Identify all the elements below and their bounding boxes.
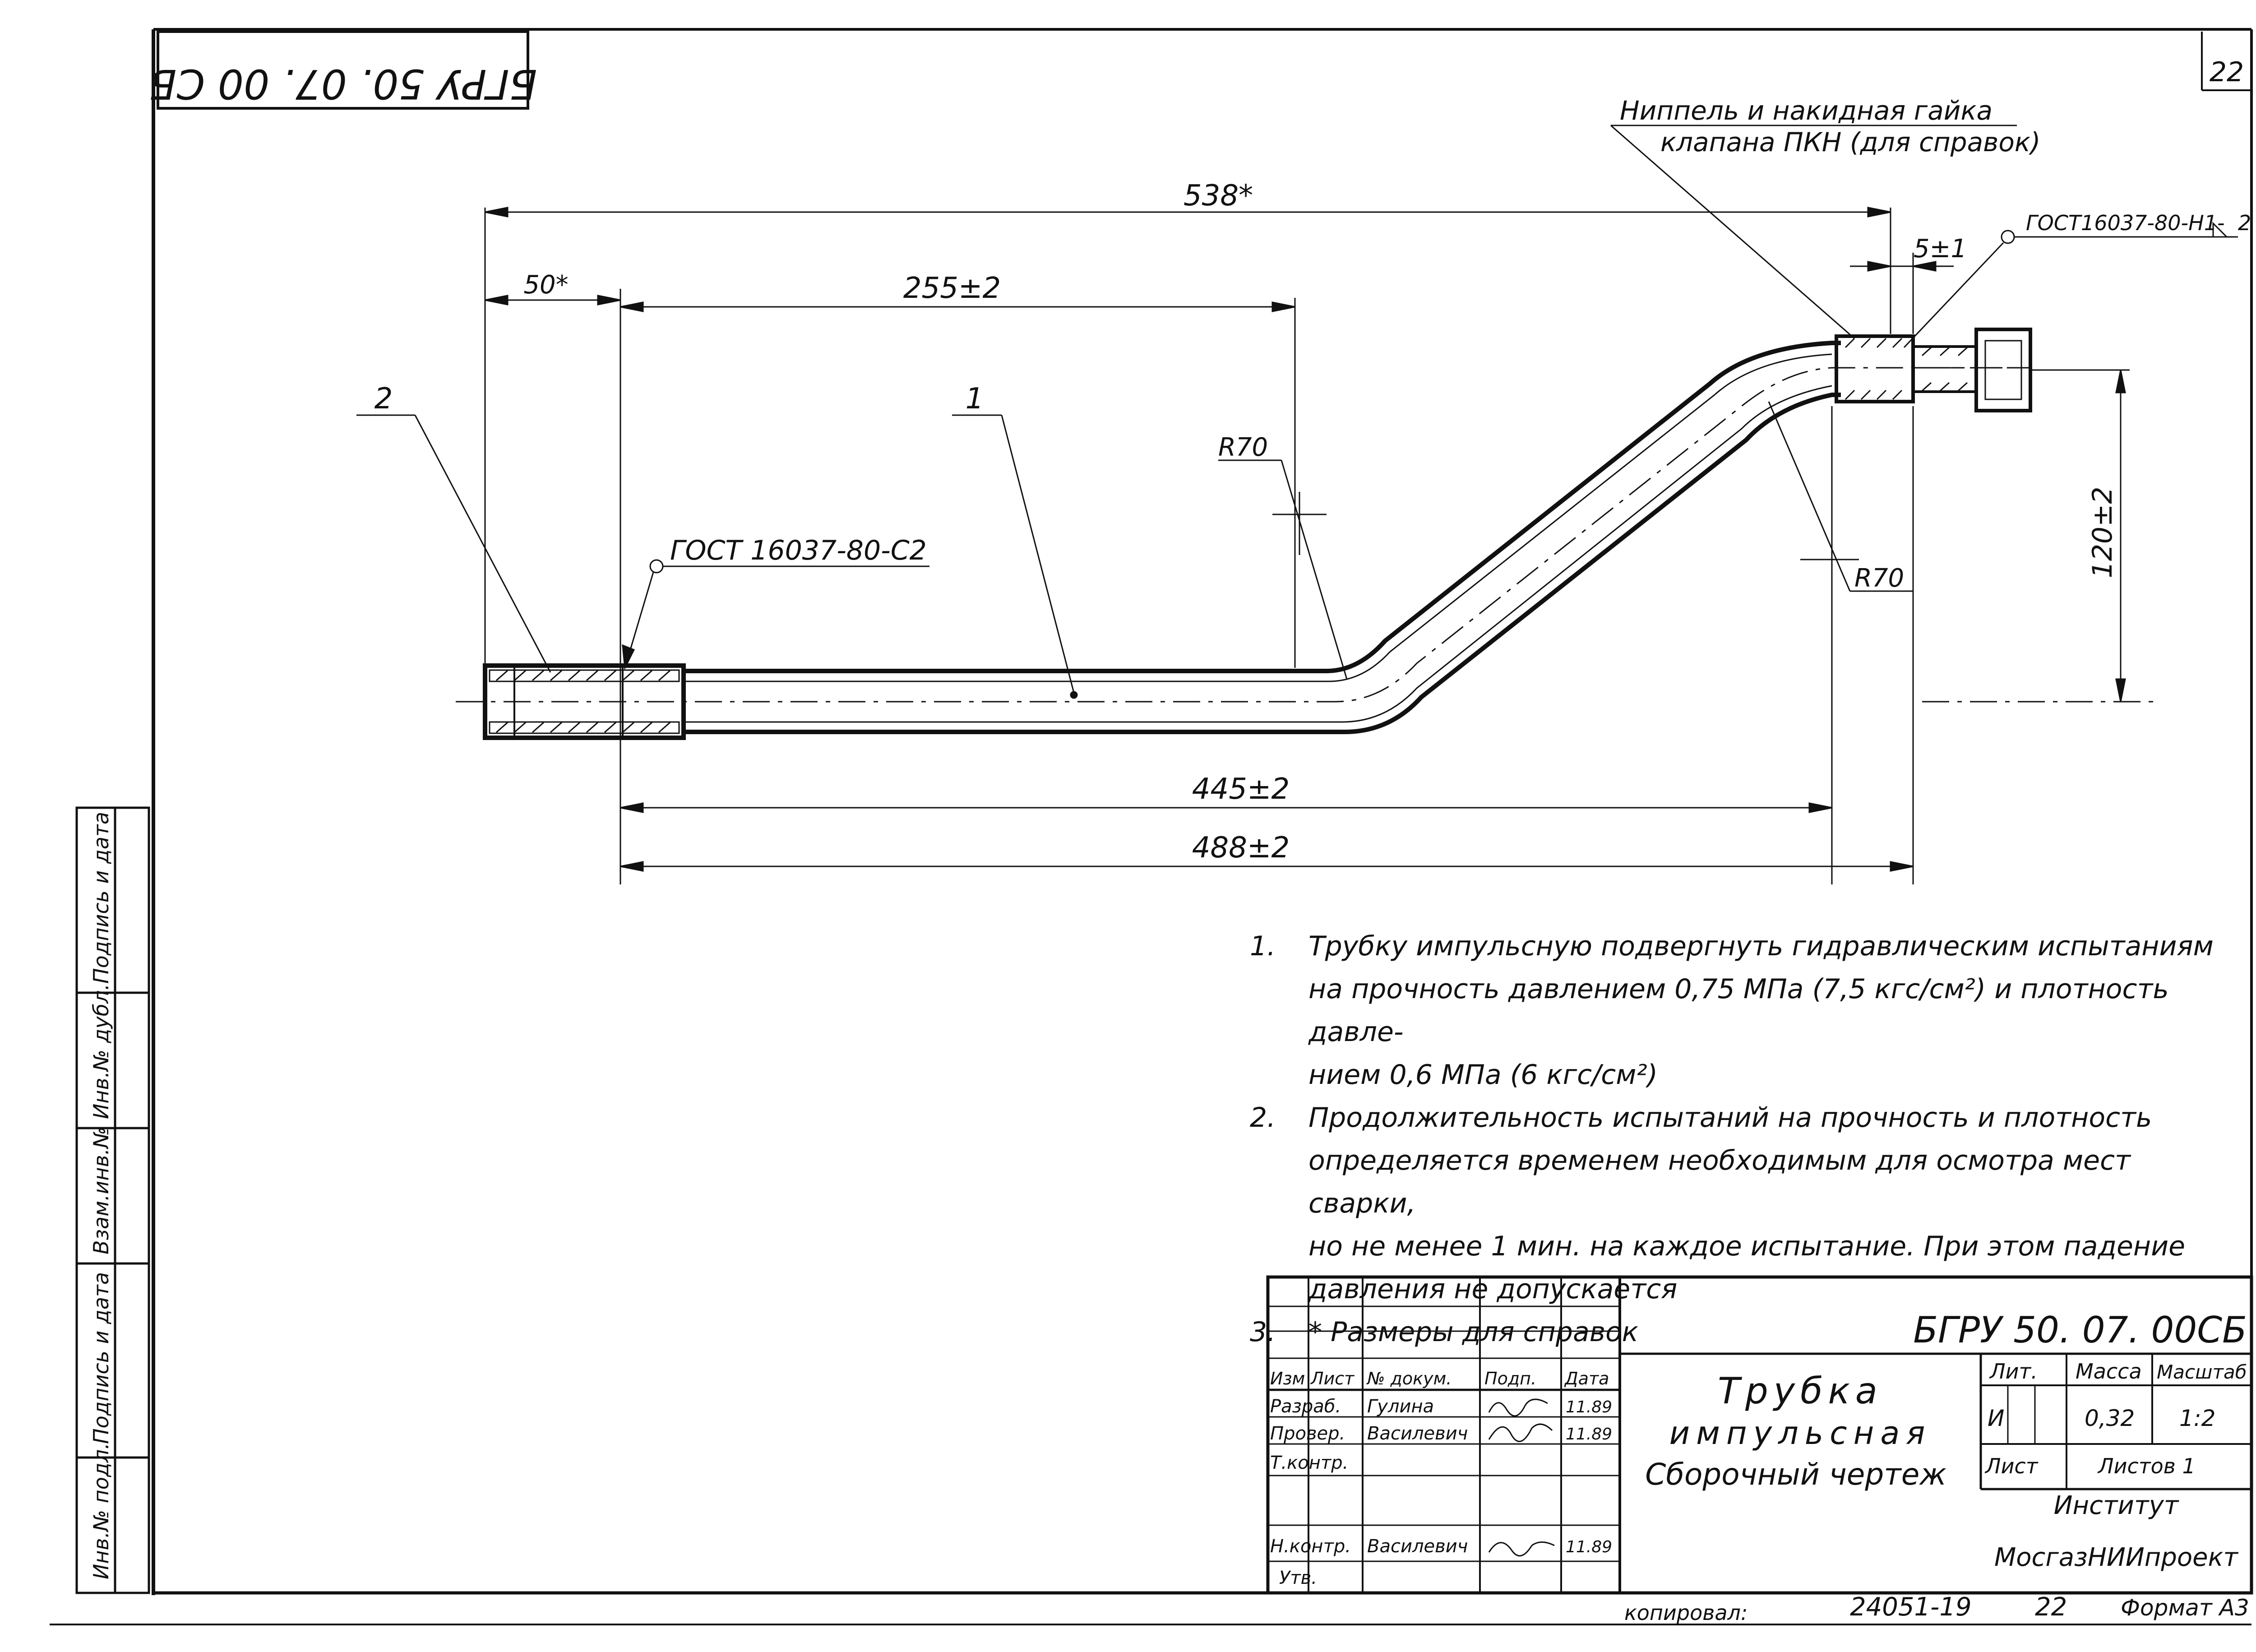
tube-wall-top: [681, 341, 1841, 673]
tb-hdr-list: Лист: [1310, 1369, 1355, 1388]
tb-scale-header: Масштаб: [2157, 1361, 2247, 1383]
dim-bottom-inner: 445±2: [1192, 773, 1290, 806]
tb-name-line2: импульсная: [1669, 1415, 1932, 1452]
dim-total: 538*: [1183, 179, 1253, 213]
note-2-line-2: определяется временем необходимым для ос…: [1308, 1145, 2131, 1219]
tb-sheets-label: Листов 1: [2097, 1454, 2196, 1478]
stamp-text: БГРУ 50. 07. 00 СБ: [149, 60, 537, 107]
tube-centerline: [456, 367, 2030, 703]
right-nipple-nut: [1835, 328, 2032, 412]
radius-leaders: [1218, 401, 1913, 680]
dim-bottom-total: 488±2: [1192, 831, 1290, 865]
tb-prover-name: Василевич: [1367, 1423, 1468, 1444]
signature-3: [1488, 1541, 1555, 1557]
tb-date-2: 11.89: [1566, 1425, 1612, 1444]
tb-row-razrab: Разраб.: [1270, 1396, 1341, 1417]
position-leaders: [356, 414, 1078, 699]
note-2-line-4: давления не допускается: [1308, 1273, 1678, 1305]
side-label-inv-podl: Инв.№ подл.: [89, 1443, 113, 1579]
tube-drawing: [456, 328, 2157, 740]
weld-callout-right: [1903, 222, 2238, 348]
dim-left-ref: 50*: [523, 270, 568, 300]
tb-lit-value: И: [1988, 1405, 2004, 1431]
footer-format: Формат А3: [2121, 1595, 2249, 1621]
page-number-box: 22: [2201, 32, 2251, 91]
page-number: 22: [2210, 56, 2244, 88]
tb-sheet-label: Лист: [1984, 1454, 2039, 1478]
note-1: 1. Трубку импульсную подвергнуть гидравл…: [1250, 930, 2214, 962]
tb-signatures: [1488, 1398, 1555, 1557]
sheet-frame: [50, 28, 2253, 1625]
tb-hdr-sign: Подп.: [1484, 1369, 1536, 1388]
side-block: [75, 806, 150, 1594]
nipple-leader: [1610, 125, 2017, 339]
side-label-dubl: Инв.№ дубл.: [89, 984, 113, 1119]
tb-name-line3: Сборочный чертеж: [1645, 1457, 1946, 1492]
tube-bore-bottom: [681, 385, 1832, 723]
position-2: 2: [374, 382, 393, 416]
footer-doc-no: 24051-19: [1850, 1592, 1972, 1622]
tb-date-3: 11.89: [1566, 1538, 1612, 1556]
tb-row-nkontr: Н.контр.: [1270, 1536, 1351, 1557]
tb-razrab-name: Гулина: [1367, 1396, 1434, 1417]
tb-hdr-doc: № докум.: [1366, 1369, 1452, 1388]
tb-hdr-date: Дата: [1564, 1369, 1609, 1388]
footer-sheet: 22: [2035, 1592, 2067, 1622]
tb-name-line1: Трубка: [1718, 1370, 1883, 1412]
tb-nkontr-name: Василевич: [1367, 1536, 1468, 1557]
note-1-line-3: нием 0,6 МПа (6 кгс/см²): [1308, 1059, 1658, 1091]
tb-date-1: 11.89: [1566, 1398, 1612, 1416]
tb-designation: БГРУ 50. 07. 00СБ: [1913, 1309, 2247, 1351]
signature-2: [1488, 1423, 1553, 1442]
tb-org-line2: МосгазНИИпроект: [1994, 1543, 2238, 1572]
nipple-callout-line1: Ниппель и накидная гайка: [1620, 95, 1992, 126]
weld-leg-right: 2: [2238, 211, 2251, 235]
rotated-stamp: БГРУ 50. 07. 00 СБ: [149, 30, 537, 110]
dim-first-straight: 255±2: [903, 272, 1001, 305]
dimension-lines: [484, 207, 2130, 884]
technical-notes: 1. Трубку импульсную подвергнуть гидравл…: [1250, 925, 2242, 1354]
tb-lit-header: Лит.: [1989, 1359, 2038, 1384]
weld-label-left: ГОСТ 16037-80-С2: [670, 535, 927, 566]
nipple-callout-line2: клапана ПКН (для справок): [1660, 127, 2040, 157]
dim-rise: 120±2: [2087, 487, 2118, 578]
tb-mass-header: Масса: [2076, 1359, 2142, 1384]
note-2-line-3: но не менее 1 мин. на каждое испытание. …: [1308, 1231, 2186, 1262]
tube-bore-top: [681, 353, 1832, 682]
dim-radius-2: R70: [1854, 564, 1904, 593]
weld-label-right: ГОСТ16037-80-Н1-: [2026, 211, 2225, 235]
tb-scale-value: 1:2: [2179, 1405, 2215, 1431]
tb-row-prover: Провер.: [1270, 1423, 1345, 1444]
tb-hdr-izm: Изм: [1270, 1369, 1305, 1388]
signature-1: [1488, 1398, 1548, 1417]
tube-wall-bottom: [681, 393, 1841, 734]
left-coupling: [483, 663, 686, 740]
tb-org-line1: Институт: [2054, 1491, 2179, 1520]
footer-copied: копировал:: [1624, 1601, 1747, 1625]
side-label-sign-date-2: Подпись и дата: [89, 812, 113, 984]
tb-mass-value: 0,32: [2085, 1405, 2135, 1431]
dim-radius-1: R70: [1218, 433, 1268, 462]
side-label-vzam: Взам.инв.№: [89, 1127, 113, 1254]
note-1-line-2: на прочность давлением 0,75 МПа (7,5 кгс…: [1308, 973, 2169, 1048]
position-1: 1: [966, 382, 984, 416]
title-block: [1266, 1275, 2253, 1595]
weld-callout-left: [622, 559, 929, 671]
tb-row-utv: Утв.: [1279, 1568, 1317, 1588]
tb-row-tkontr: Т.контр.: [1270, 1453, 1348, 1473]
dim-nipple-gap: 5±1: [1914, 234, 1967, 264]
side-label-sign-date-1: Подпись и дата: [89, 1272, 113, 1444]
note-2: 2. Продолжительность испытаний на прочно…: [1250, 1102, 2152, 1134]
note-3: 3. * Размеры для справок: [1250, 1316, 1639, 1348]
